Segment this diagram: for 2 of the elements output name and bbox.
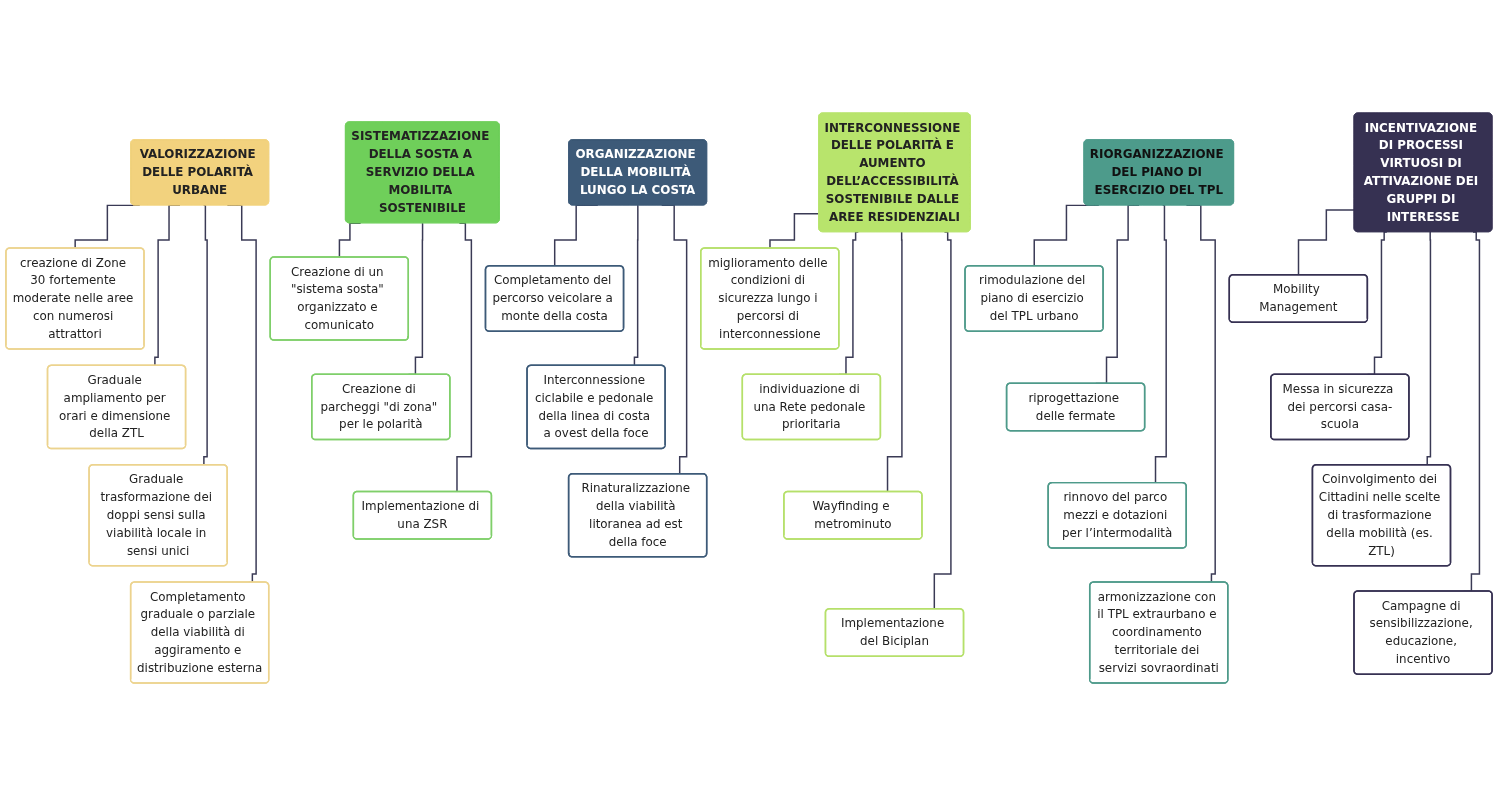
connector [1423,231,1432,466]
connector [769,213,820,250]
